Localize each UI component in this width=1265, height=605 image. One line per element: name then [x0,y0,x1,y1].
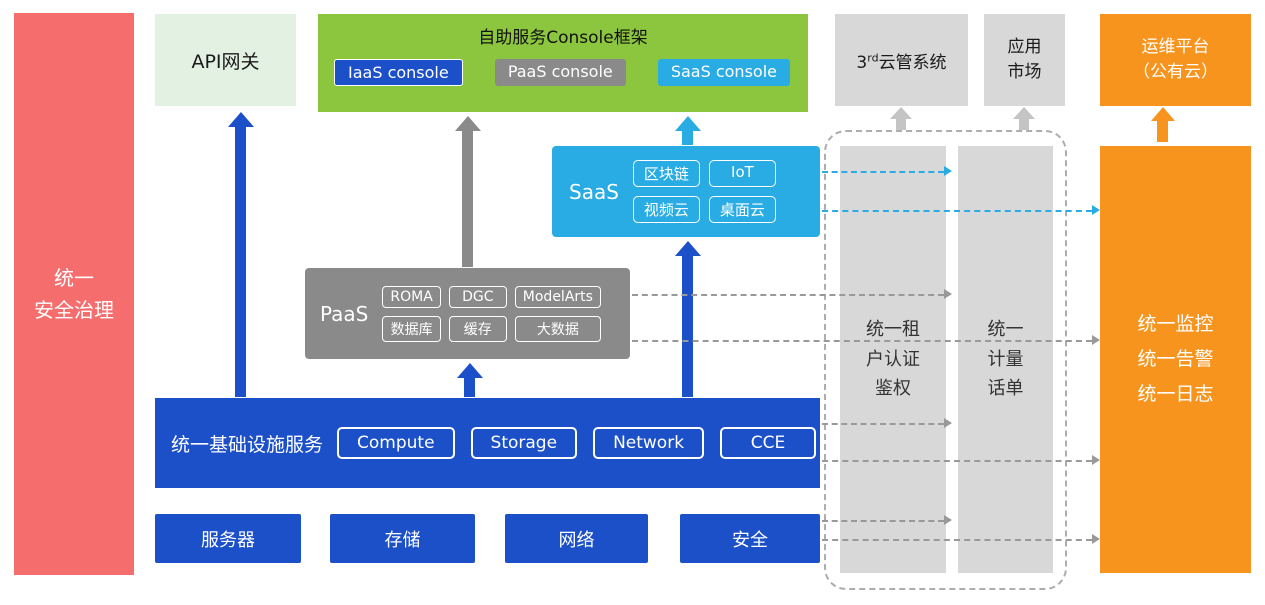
iaas-console-chip: IaaS console [334,59,463,86]
infrastructure-label: 统一基础设施服务 [171,433,324,456]
paas-item-roma: ROMA [382,285,441,308]
infrastructure-items: Compute Storage Network CCE [337,427,817,459]
console-chip-row: IaaS console PaaS console SaaS console [318,48,808,86]
saas-item-blockchain: 区块链 [632,160,700,187]
hw-item-network: 网络 [505,514,648,563]
dashed-link-infra-to-monitor-head [1092,455,1100,465]
hw-item-server: 服务器 [155,514,301,563]
infra-item-compute: Compute [337,427,455,459]
arrow-infra-to-paas-shaft [464,378,475,397]
arrow-paas-to-console-head [455,116,481,131]
paas-items: ROMA DGC ModelArts 数据库 缓存 大数据 [382,285,601,342]
console-frame-box: 自助服务Console框架 IaaS console PaaS console … [318,14,808,112]
arrow-monitor-to-om-head [1151,107,1175,121]
third-party-label: 3rd云管系统 [856,50,947,73]
arrow-infra-to-paas-head [457,363,483,378]
monitoring-bar: 统一监控 统一告警 统一日志 [1100,146,1251,573]
dashed-link-infra-to-metering [822,423,944,425]
dashed-link-hw-to-metering-head [944,515,952,525]
dashed-link-infra-to-monitor [822,460,1092,462]
saas-box: SaaS 区块链 IoT 视频云 桌面云 [552,146,820,237]
hw-item-security: 安全 [680,514,820,563]
saas-item-iot: IoT [708,160,776,187]
infra-item-cce: CCE [720,427,817,459]
paas-item-dgc: DGC [448,285,507,308]
dashed-link-hw-to-monitor-head [1092,534,1100,544]
arrow-infra-to-api-gateway-head [228,112,254,127]
om-platform-box: 运维平台 （公有云） [1100,14,1251,106]
dashed-boundary [824,130,1067,590]
arrow-to-app-market-head [1013,107,1035,119]
paas-console-chip: PaaS console [494,59,626,86]
infra-item-storage: Storage [470,427,578,459]
arrow-saas-to-console-shaft [682,131,693,145]
security-governance-bar: 统一 安全治理 [14,13,134,575]
dashed-link-hw-to-monitor [822,539,1092,541]
saas-label: SaaS [569,179,619,204]
arrow-infra-to-saas-head [675,241,701,256]
app-market-box: 应用 市场 [984,14,1065,106]
third-party-cloud-mgmt-box: 3rd云管系统 [835,14,968,106]
paas-item-database: 数据库 [382,315,441,342]
dashed-link-paas-to-monitor [632,340,1092,342]
arrow-to-third-party-shaft [896,119,906,130]
dashed-link-saas-to-monitor [822,210,1092,212]
paas-item-bigdata: 大数据 [514,315,601,342]
dashed-link-hw-to-metering [822,520,944,522]
dashed-link-infra-to-metering-head [944,418,952,428]
arrow-paas-to-console-shaft [462,131,473,267]
arrow-monitor-to-om-shaft [1157,121,1168,142]
infrastructure-box: 统一基础设施服务 Compute Storage Network CCE [155,398,820,488]
saas-item-video-cloud: 视频云 [632,196,700,223]
arrow-to-app-market-shaft [1019,119,1029,130]
arrow-infra-to-api-gateway-shaft [235,127,246,397]
dashed-link-paas-to-monitor-head [1092,335,1100,345]
dashed-link-saas-to-metering-head [944,166,952,176]
saas-item-desktop-cloud: 桌面云 [708,196,776,223]
dashed-link-saas-to-monitor-head [1092,205,1100,215]
dashed-link-saas-to-metering [822,171,944,173]
paas-item-cache: 缓存 [448,315,507,342]
saas-items: 区块链 IoT 视频云 桌面云 [632,160,776,223]
infra-item-network: Network [593,427,705,459]
hw-item-storage: 存储 [330,514,475,563]
arrow-infra-to-saas-shaft [682,256,693,397]
console-frame-title: 自助服务Console框架 [478,28,648,48]
tenant-auth-bar: 统一租 户认证 鉴权 [840,146,946,573]
arrow-to-third-party-head [890,107,912,119]
dashed-link-paas-to-metering-head [944,289,952,299]
paas-item-modelarts: ModelArts [514,285,601,308]
api-gateway-box: API网关 [155,14,296,106]
metering-bar: 统一 计量 话单 [958,146,1053,573]
arrow-saas-to-console-head [675,116,701,131]
paas-label: PaaS [320,301,369,326]
saas-console-chip: SaaS console [657,59,790,86]
paas-box: PaaS ROMA DGC ModelArts 数据库 缓存 大数据 [305,268,630,359]
dashed-link-paas-to-metering [632,294,944,296]
